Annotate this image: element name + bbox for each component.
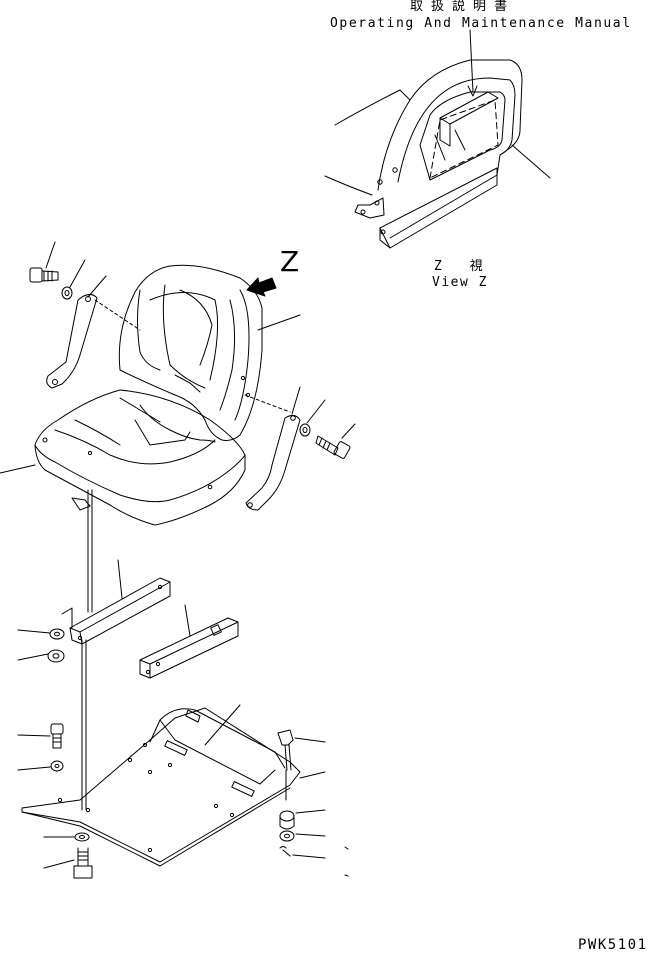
left-lower-fasteners: [18, 724, 63, 771]
left-washer-and-nut: [18, 629, 64, 662]
view-label-english: View Z: [432, 275, 488, 290]
manual-label-english: Operating And Maintenance Manual: [330, 16, 632, 31]
seat-slide-rail-left: [62, 560, 170, 644]
seat-backrest-cushion: [95, 265, 300, 440]
seat-mounting-plate: [22, 705, 300, 866]
manual-label-japanese: 取扱説明書: [410, 0, 516, 14]
left-bolt-and-washer: [30, 242, 85, 299]
right-latch-fasteners: [278, 730, 348, 876]
right-seat-bracket: [246, 387, 300, 510]
view-z-seatback-inset: [325, 30, 550, 248]
drawing-code: PWK5101: [578, 937, 648, 953]
bottom-left-washer-and-bolt: [44, 833, 92, 878]
left-seat-bracket: [47, 276, 106, 388]
view-label-japanese: Z 視: [434, 259, 493, 274]
seat-cushion: [0, 390, 245, 525]
seat-slide-rail-right: [140, 605, 238, 678]
view-direction-letter: Z: [280, 245, 301, 278]
alignment-lines: [82, 490, 286, 810]
right-bolt-and-washer: [300, 400, 355, 459]
